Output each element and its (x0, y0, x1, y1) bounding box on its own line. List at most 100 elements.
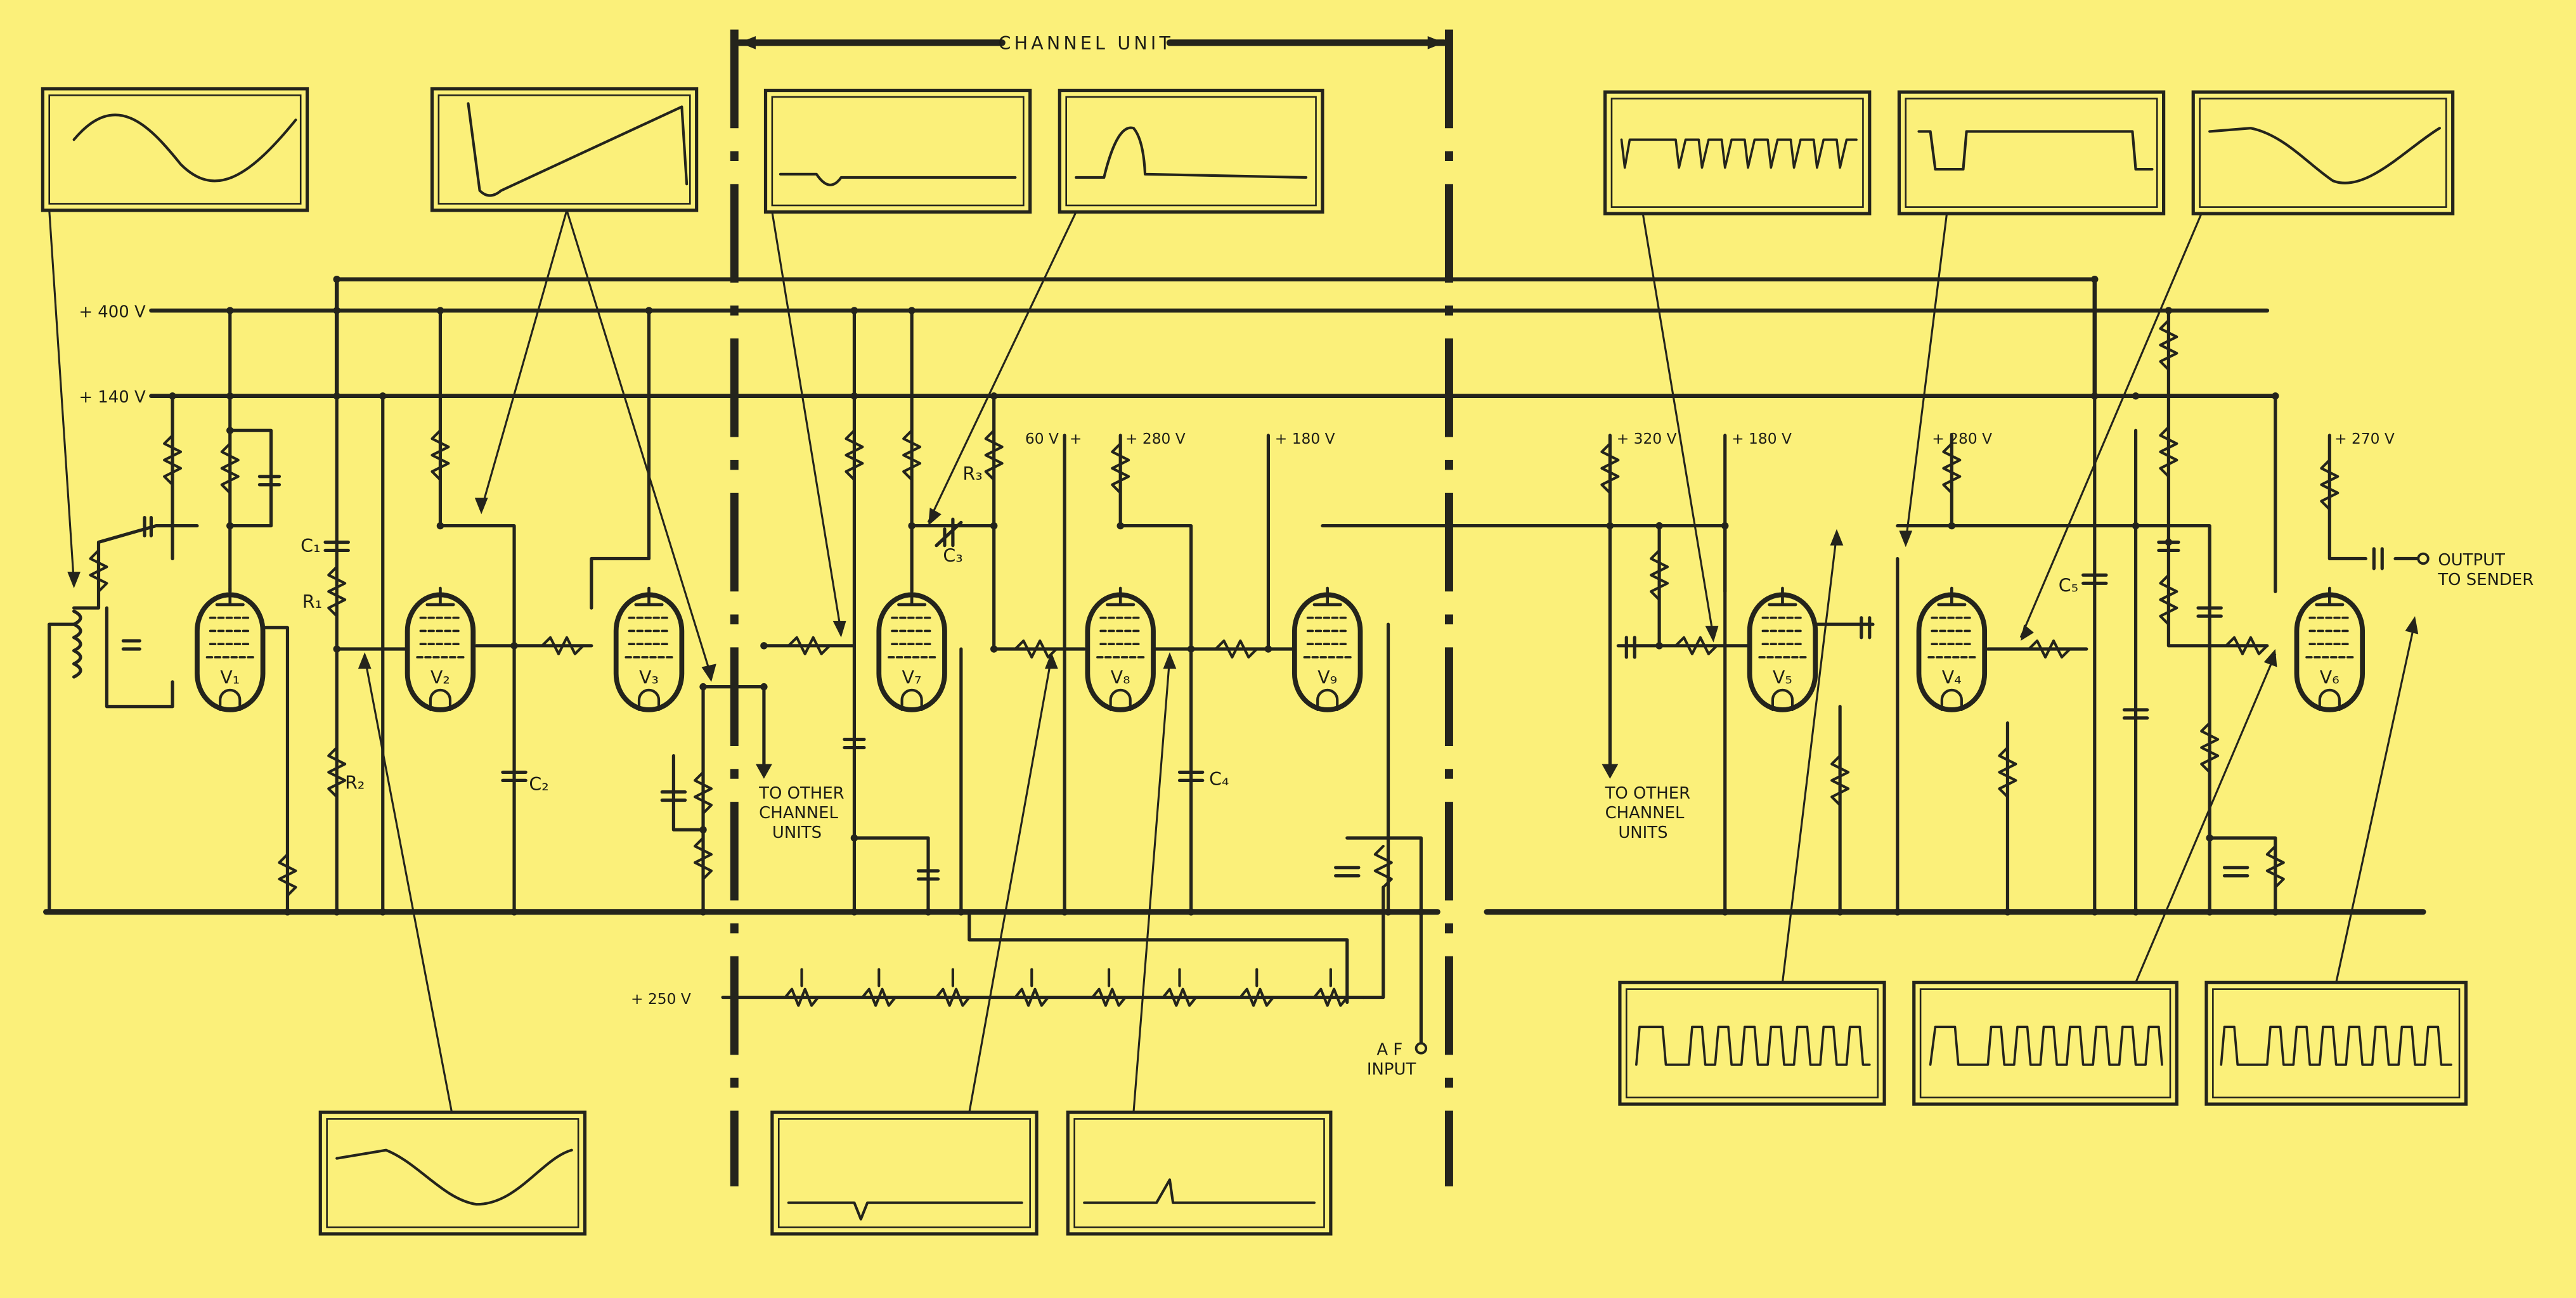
tube-v2: V₂ (405, 586, 476, 712)
junction-dot (1721, 522, 1729, 530)
junction-dot (760, 683, 768, 691)
waveform-box-sine-3 (318, 1110, 587, 1236)
tube-label-v2: V₂ (430, 667, 450, 688)
junction-dot (990, 522, 998, 530)
to-other-channels-2: TO OTHER CHANNEL UNITS (1602, 764, 1690, 842)
oscillator-resistors (89, 429, 713, 897)
svg-text:CHANNEL: CHANNEL (1605, 804, 1685, 823)
junction-dot (850, 392, 858, 400)
junction-dot (1655, 642, 1663, 650)
svg-text:OUTPUT: OUTPUT (2438, 551, 2505, 570)
label-c1: C₁ (301, 536, 320, 556)
junction-dots (169, 276, 2279, 916)
junction-dot (2091, 392, 2099, 400)
waveform-box-pulse-train-4 (2204, 980, 2468, 1106)
component-labels: C₁ R₁ R₂ C₂ R₃ C₃ C₄ C₅ (301, 463, 2078, 795)
junction-dot (379, 908, 387, 916)
junction-dot (2206, 908, 2213, 916)
waveform-box-pulse-train-1 (1603, 90, 1872, 215)
svg-text:INPUT: INPUT (1367, 1060, 1416, 1079)
junction-dot (1721, 908, 1729, 916)
label-r1: R₁ (302, 591, 322, 612)
output-section-resistors (1600, 319, 2340, 889)
junction-dot (908, 522, 916, 530)
label-c3: C₃ (943, 546, 962, 567)
junction-dot (333, 276, 340, 283)
junction-dot (1116, 522, 1124, 530)
junction-dot (699, 826, 707, 833)
output-section-capacitors (1624, 540, 2384, 878)
tube-label-v3: V₃ (639, 667, 659, 688)
junction-dot (2165, 307, 2173, 314)
rail-140v-label: + 140 V (79, 388, 146, 407)
tube-v8: V₈ (1085, 586, 1156, 712)
waveform-box-pulse-train-3 (1912, 980, 2178, 1106)
junction-dot (1836, 908, 1844, 916)
junction-dot (379, 392, 387, 400)
to-other-channels-1: TO OTHER CHANNEL UNITS (755, 764, 845, 842)
svg-text:UNITS: UNITS (1618, 823, 1667, 842)
tube-label-v1: V₁ (220, 667, 240, 688)
junction-dot (436, 307, 444, 314)
waveform-box-sine-1 (41, 87, 309, 212)
junction-dot (1655, 522, 1663, 530)
label-c2: C₂ (529, 774, 548, 795)
channel-unit-pot-chain (784, 968, 1349, 1007)
supply-180v-a-label: + 180 V (1275, 430, 1335, 447)
junction-dot (1948, 522, 1956, 530)
supply-270v-label: + 270 V (2334, 430, 2395, 447)
svg-text:A F: A F (1376, 1040, 1402, 1059)
output-to-sender-terminal: OUTPUT TO SENDER (2417, 551, 2534, 589)
junction-dot (1417, 908, 1425, 916)
junction-dot (2132, 908, 2140, 916)
channel-unit-wiring (721, 309, 1612, 1047)
tube-v9: V₉ (1291, 586, 1363, 712)
junction-dot (760, 642, 768, 650)
waveform-box-sawtooth (430, 87, 699, 212)
supply-280v-b-label: + 280 V (1932, 430, 1992, 447)
tube-label-v8: V₈ (1111, 667, 1130, 688)
junction-dot (510, 908, 518, 916)
oscillator-tank-coil (72, 475, 687, 802)
svg-text:TO OTHER: TO OTHER (758, 784, 844, 803)
junction-dot (226, 427, 234, 434)
junction-dot (2003, 908, 2012, 916)
supply-320v-label: + 320 V (1617, 430, 1677, 447)
junction-dot (510, 642, 518, 650)
label-r2: R₂ (345, 772, 365, 793)
tube-label-v4: V₄ (1942, 667, 1962, 688)
junction-dot (283, 908, 292, 916)
supply-60v-label: 60 V (1025, 430, 1059, 447)
waveform-box-negative-spike (770, 1110, 1039, 1236)
junction-dot (226, 522, 234, 530)
junction-dot (850, 908, 858, 916)
label-c4: C₄ (1209, 769, 1229, 790)
supply-280v-a-label: + 280 V (1125, 430, 1186, 447)
label-c5: C₅ (2059, 575, 2078, 596)
waveform-box-pulse-train-2 (1618, 980, 1886, 1106)
junction-dot (333, 307, 340, 314)
channel-unit-resistors (787, 429, 1393, 889)
svg-text:TO OTHER: TO OTHER (1605, 784, 1690, 803)
supply-180v-b-label: + 180 V (1731, 430, 1792, 447)
tube-v4: V₄ (1916, 586, 1988, 712)
junction-dot (2272, 908, 2279, 916)
junction-dot (924, 908, 932, 916)
tube-label-v6: V₆ (2320, 667, 2340, 688)
channel-unit-header: CHANNEL UNIT (735, 33, 1447, 54)
junction-dot (2091, 908, 2099, 916)
svg-text:TO SENDER: TO SENDER (2437, 570, 2534, 589)
junction-dot (699, 908, 707, 916)
af-input-terminal: A F INPUT (1367, 1040, 1428, 1079)
junction-dot (226, 307, 234, 314)
junction-dot (2132, 392, 2140, 400)
junction-dot (1894, 908, 1901, 916)
tube-v3: V₃ (613, 586, 685, 712)
junction-dot (850, 834, 858, 842)
junction-dot (908, 307, 916, 314)
output-section-wiring (1608, 309, 2420, 914)
label-r3: R₃ (962, 463, 982, 484)
junction-dot (957, 908, 965, 916)
junction-dot (1264, 645, 1272, 653)
